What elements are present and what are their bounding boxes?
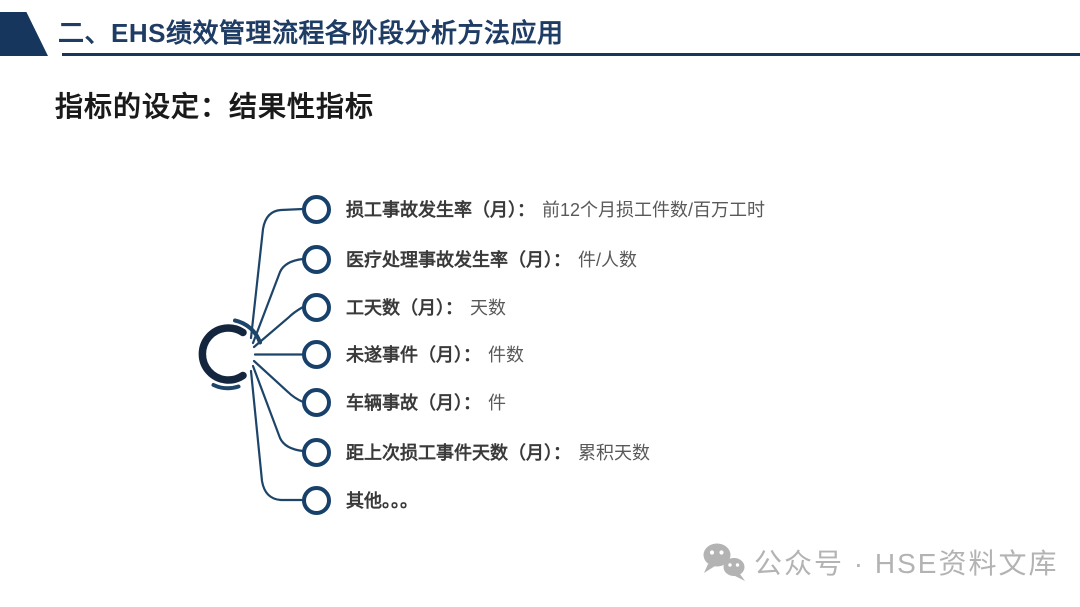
diagram-item: 其他。。。 — [302, 485, 425, 515]
watermark: 公众号 · HSE资料文库 — [696, 540, 1058, 584]
item-value: 件数 — [488, 345, 524, 365]
wechat-icon — [703, 543, 745, 581]
diagram-item: 未遂事件（月）： 件数 — [302, 339, 524, 369]
diagram-item: 工天数（月）： 天数 — [302, 292, 506, 322]
header-divider — [62, 53, 1080, 56]
item-label: 工天数（月）： — [346, 298, 463, 318]
ring-node-icon — [302, 485, 331, 515]
item-label: 损工事故发生率（月）： — [346, 200, 535, 220]
item-label: 医疗处理事故发生率（月）： — [346, 250, 571, 270]
item-value: 累积天数 — [578, 443, 650, 463]
diagram-item: 损工事故发生率（月）： 前12个月损工件数/百万工时 — [302, 194, 765, 224]
ring-node-icon — [302, 244, 331, 274]
item-label: 距上次损工事件天数（月）： — [346, 443, 571, 463]
watermark-text: 公众号 · HSE资料文库 — [754, 548, 1059, 579]
header-accent-shape — [0, 12, 48, 56]
item-label: 其他。。。 — [346, 491, 418, 511]
item-label: 车辆事故（月）： — [346, 393, 481, 413]
item-value: 件/人数 — [578, 250, 638, 270]
ring-node-icon — [302, 387, 331, 417]
diagram-item: 车辆事故（月）： 件 — [302, 387, 506, 417]
item-value: 天数 — [470, 298, 506, 318]
ring-node-icon — [302, 292, 331, 322]
item-value: 前12个月损工件数/百万工时 — [542, 200, 766, 220]
ring-node-icon — [302, 339, 331, 369]
open-circle-icon — [198, 318, 262, 391]
connector-lines — [249, 207, 305, 502]
ring-node-icon — [302, 194, 331, 224]
header-title: 二、EHS绩效管理流程各阶段分析方法应用 — [58, 18, 564, 48]
item-value: 件 — [488, 393, 506, 413]
item-label: 未遂事件（月）： — [346, 345, 481, 365]
diagram-item: 距上次损工事件天数（月）： 累积天数 — [302, 437, 650, 467]
ring-node-icon — [302, 437, 331, 467]
page-title: 指标的设定：结果性指标 — [55, 92, 375, 123]
diagram-item: 医疗处理事故发生率（月）： 件/人数 — [302, 244, 637, 274]
